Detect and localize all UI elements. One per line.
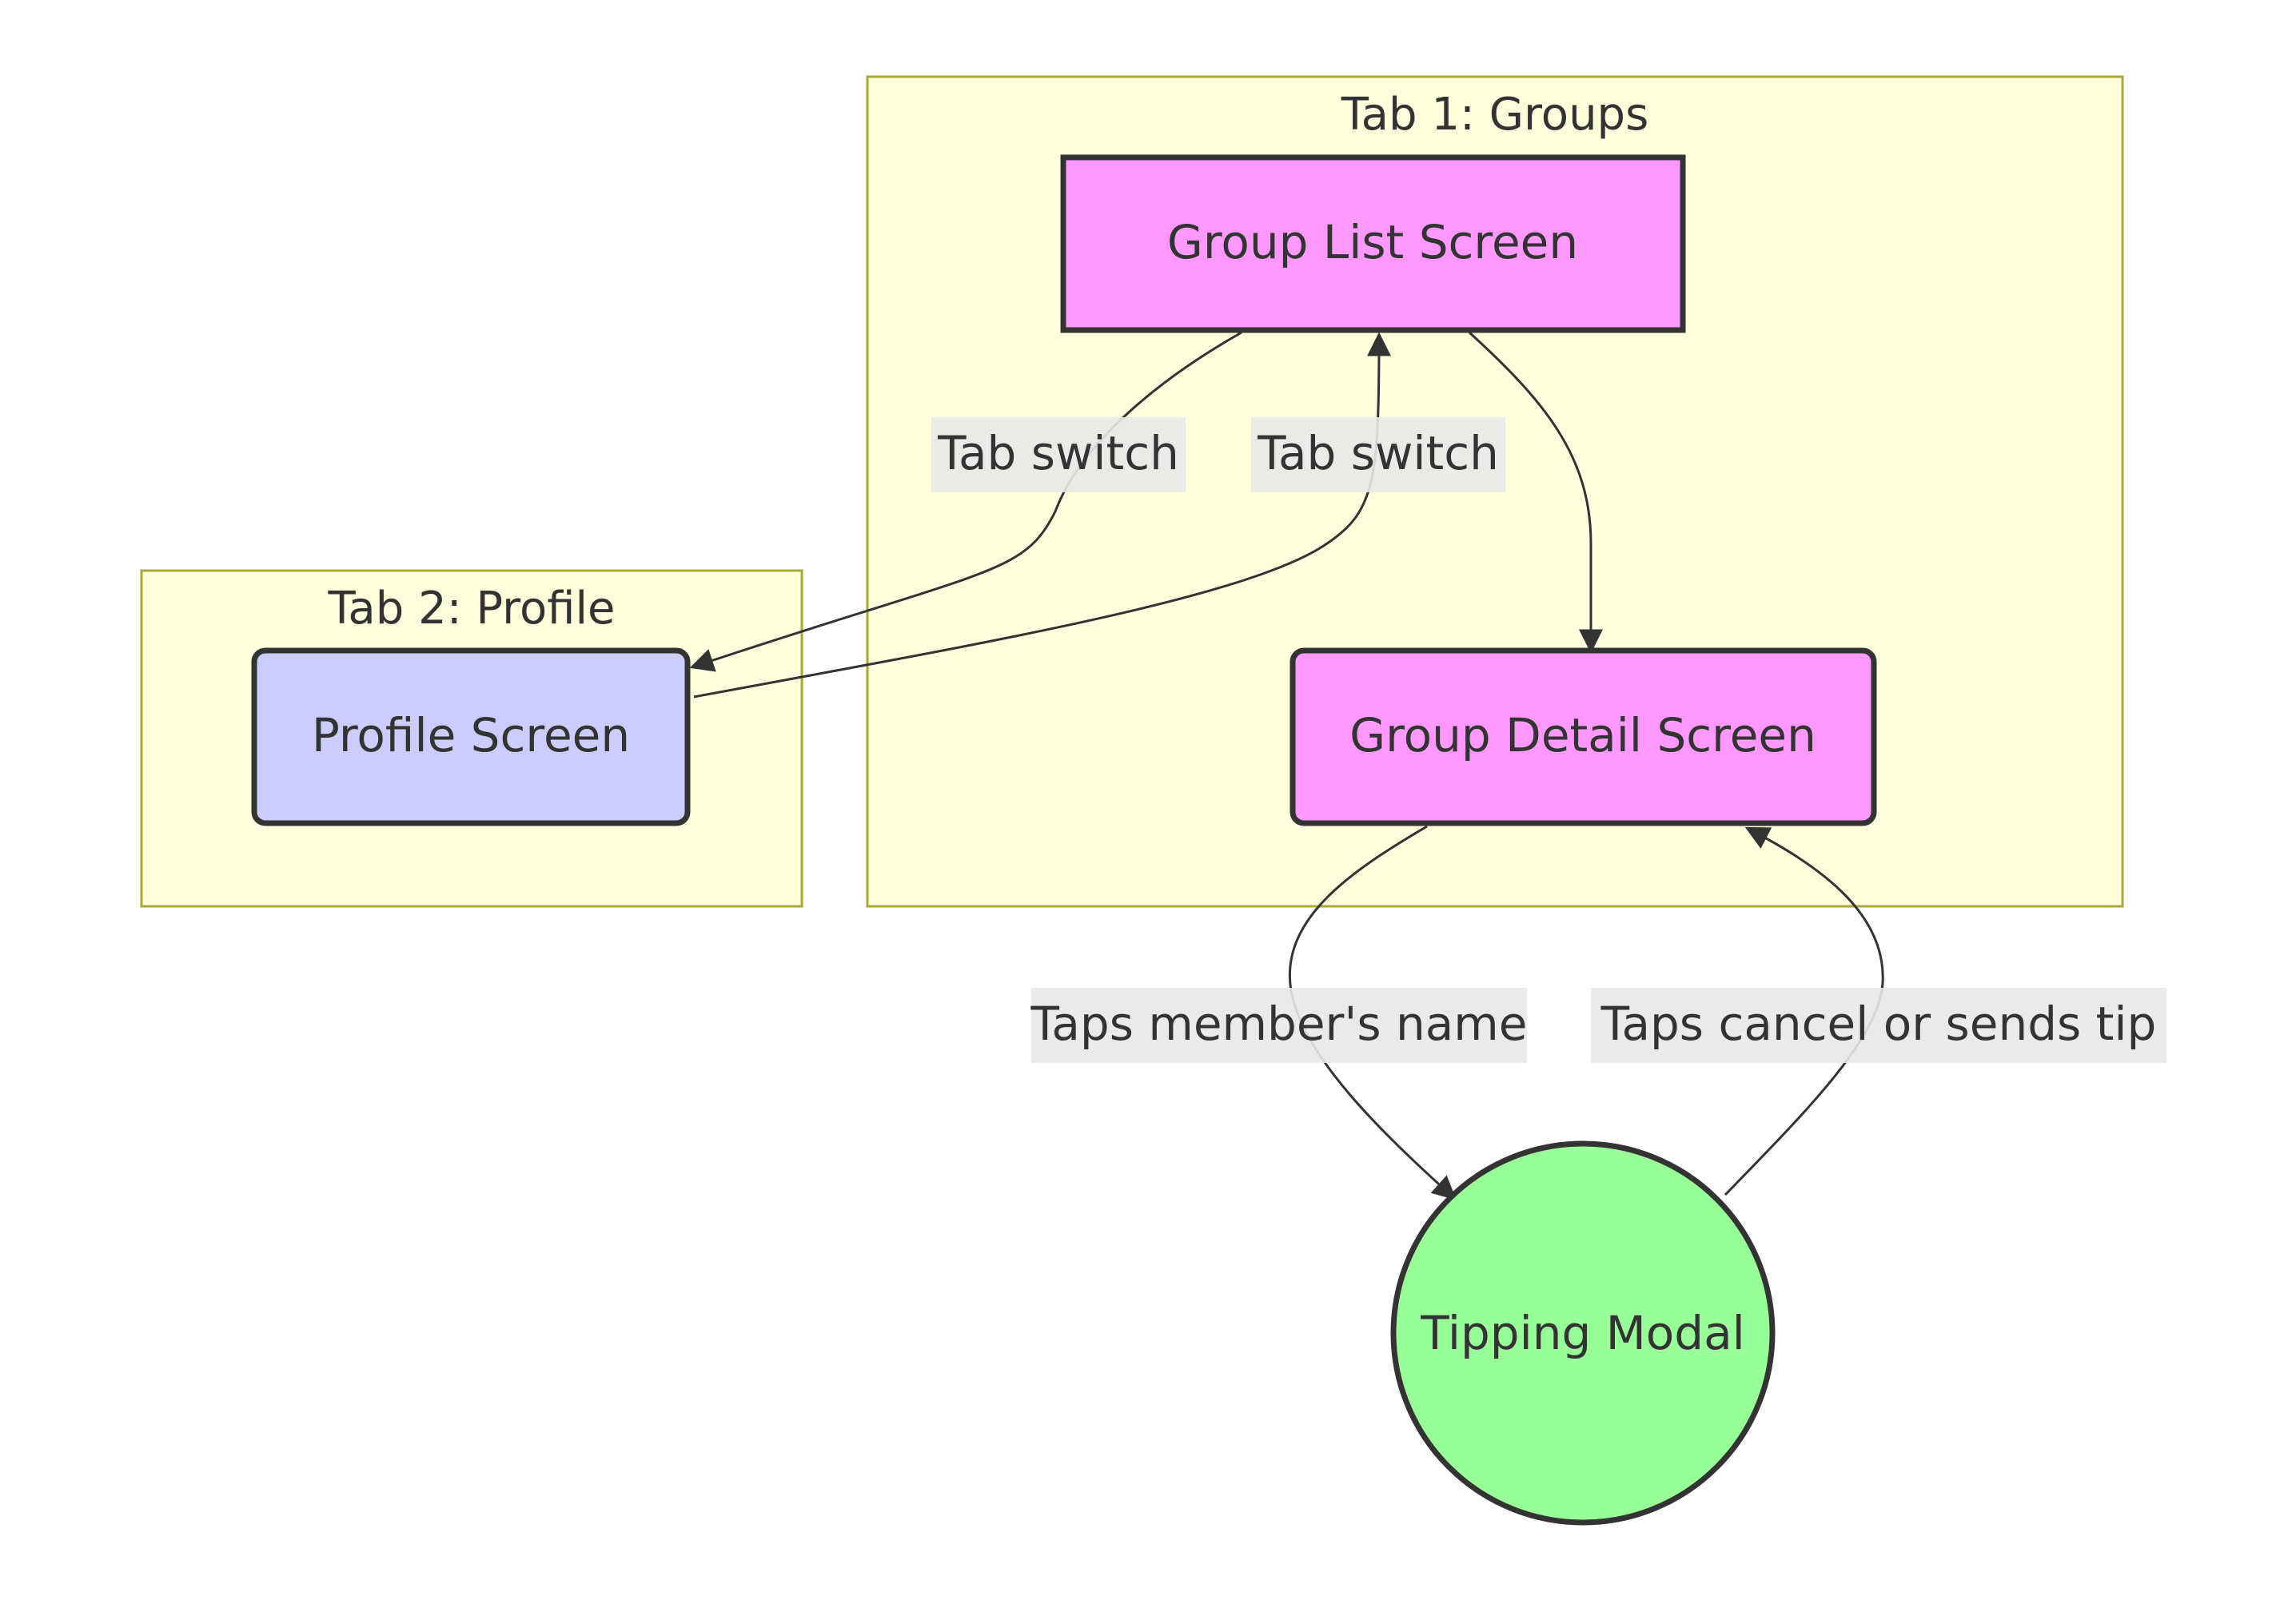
node-group-detail-box: [1290, 647, 1877, 826]
edge-list-to-detail: [1468, 331, 1603, 654]
node-tipping-modal[interactable]: Tipping Modal: [1390, 1140, 1776, 1526]
node-group-detail-screen[interactable]: Group Detail Screen: [1290, 647, 1877, 826]
edge-label-text: Taps cancel or sends tip: [1600, 997, 2157, 1051]
edge-list-to-profile: [689, 331, 1242, 672]
edge-label-list-to-profile: Tab switch: [931, 417, 1186, 492]
node-group-detail-label: Group Detail Screen: [1349, 708, 1816, 762]
node-group-list-label: Group List Screen: [1167, 215, 1578, 269]
edge-label-detail-to-modal: Taps member's name: [1030, 988, 1528, 1063]
node-group-list-box: [1060, 154, 1686, 333]
edge-label-bg: [1591, 988, 2166, 1063]
edge-label-bg: [1251, 417, 1505, 492]
edge-label-bg: [931, 417, 1186, 492]
node-group-list-screen[interactable]: Group List Screen: [1060, 154, 1686, 333]
node-profile-box: [251, 647, 691, 826]
edge-label-text: Tab switch: [937, 426, 1179, 480]
node-profile-screen[interactable]: Profile Screen: [251, 647, 691, 826]
node-tipping-modal-label: Tipping Modal: [1420, 1306, 1745, 1360]
node-tipping-modal-circle: [1390, 1140, 1776, 1526]
edge-modal-to-detail: [1724, 826, 1884, 1196]
cluster-profile-title: Tab 2: Profile: [327, 583, 615, 635]
edge-label-profile-to-list: Tab switch: [1251, 417, 1505, 492]
edge-label-text: Taps member's name: [1030, 997, 1528, 1051]
cluster-groups-title: Tab 1: Groups: [1341, 89, 1649, 141]
edge-label-modal-to-detail: Taps cancel or sends tip: [1591, 988, 2166, 1063]
edge-label-bg: [1031, 988, 1527, 1063]
edge-label-text: Tab switch: [1257, 426, 1499, 480]
node-profile-label: Profile Screen: [312, 708, 630, 762]
